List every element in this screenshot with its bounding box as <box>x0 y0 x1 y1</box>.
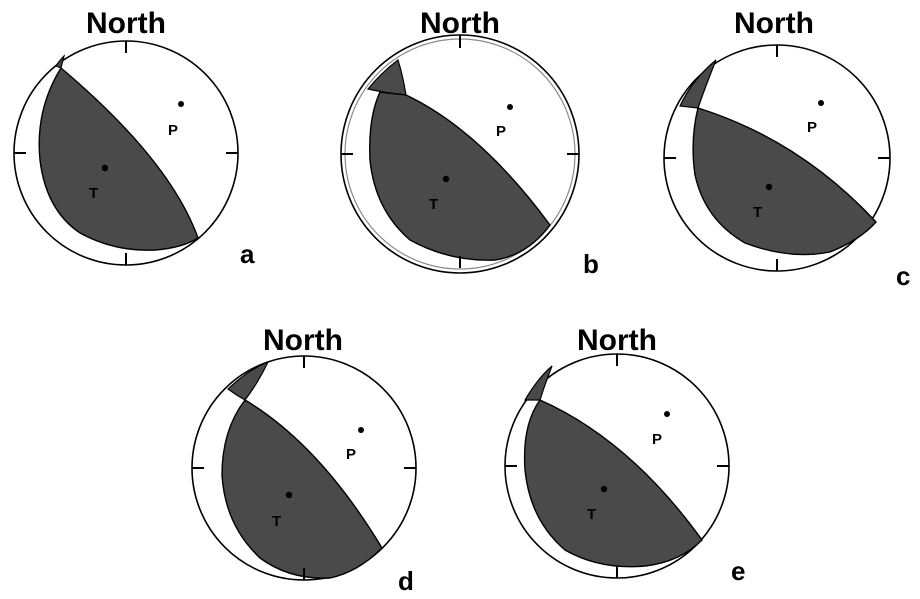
compressional-quadrant-main <box>38 66 199 251</box>
panel-label: d <box>398 566 414 596</box>
t-axis-dot <box>101 164 109 172</box>
p-axis-label: P <box>807 119 817 136</box>
t-axis-dot <box>285 491 293 499</box>
t-axis-label: T <box>272 513 281 530</box>
panel-label: c <box>896 261 910 291</box>
t-axis-label: T <box>429 196 438 213</box>
t-axis-label: T <box>753 204 762 221</box>
compressional-quadrant-main <box>692 107 877 256</box>
panel-label: a <box>240 239 255 269</box>
p-axis-dot <box>664 411 670 417</box>
panel-b: North P T b <box>340 7 599 279</box>
panel-label: b <box>583 249 599 279</box>
p-axis-dot <box>358 427 364 433</box>
p-axis-label: P <box>652 431 662 448</box>
p-axis-dot <box>507 104 513 110</box>
panel-c: North P T c <box>663 7 910 291</box>
t-axis-label: T <box>89 185 98 202</box>
north-title: North <box>577 324 657 357</box>
panel-d: North P T d <box>191 324 417 596</box>
compressional-quadrant-small <box>55 54 66 69</box>
panel-label: e <box>731 556 745 586</box>
p-axis-label: P <box>346 446 356 463</box>
t-axis-dot <box>442 175 450 183</box>
north-title: North <box>86 7 166 40</box>
compressional-quadrant-small <box>523 365 553 401</box>
t-axis-label: T <box>587 506 596 523</box>
panel-e: North P T e <box>504 324 745 586</box>
p-axis-dot <box>178 101 184 107</box>
north-title: North <box>263 324 343 357</box>
compressional-quadrant-small <box>679 59 717 109</box>
north-title: North <box>734 7 814 40</box>
compressional-quadrant-main <box>523 399 703 568</box>
t-axis-dot <box>765 183 773 191</box>
t-axis-dot <box>600 485 608 493</box>
panel-a: North P T a <box>13 7 255 269</box>
compressional-quadrant-main <box>369 91 551 261</box>
p-axis-label: P <box>168 122 178 139</box>
p-axis-label: P <box>496 123 506 140</box>
p-axis-dot <box>818 100 824 106</box>
compressional-quadrant-small <box>227 360 270 401</box>
